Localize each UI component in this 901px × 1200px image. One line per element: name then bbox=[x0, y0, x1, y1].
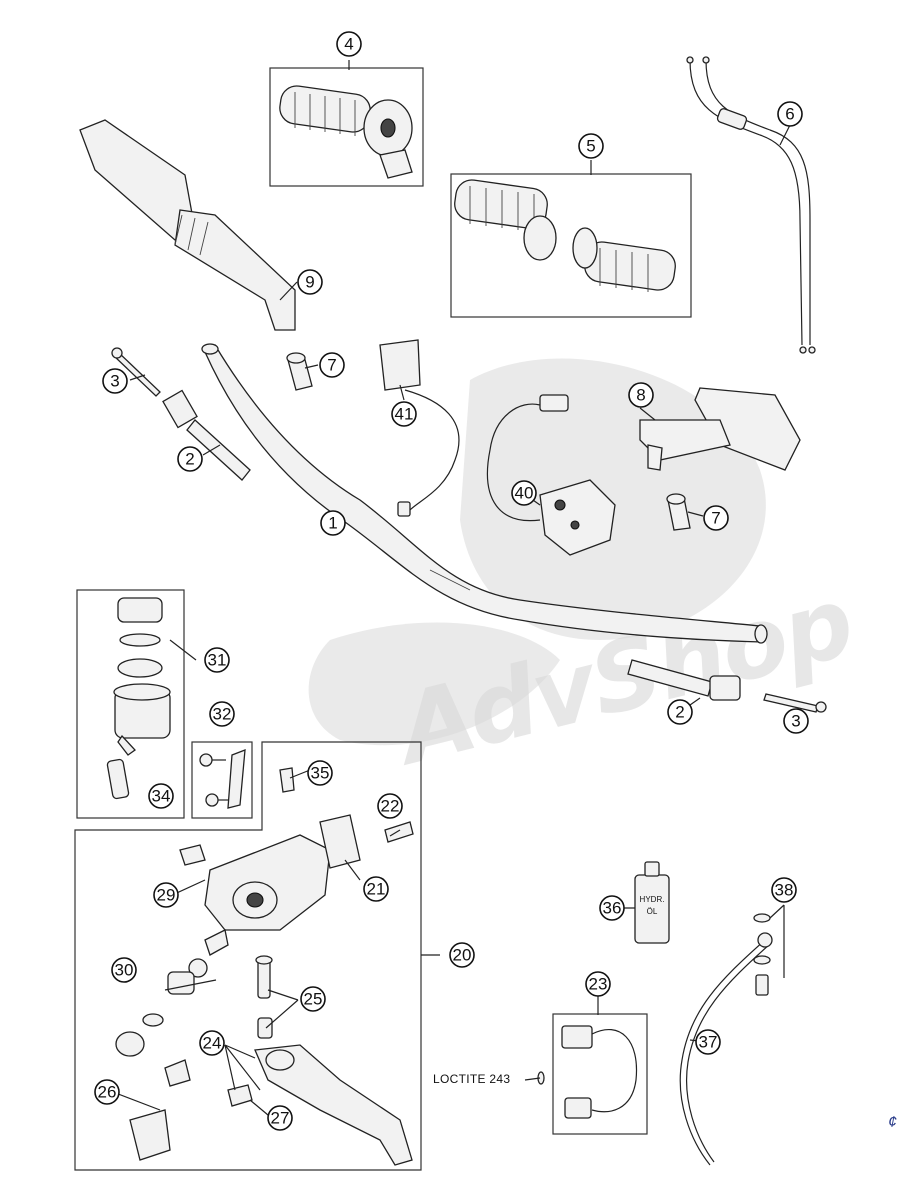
callout-32: 32 bbox=[209, 701, 235, 727]
svg-text:40: 40 bbox=[515, 484, 534, 503]
callout-36: 36 bbox=[599, 895, 625, 921]
callout-21: 21 bbox=[363, 876, 389, 902]
svg-text:36: 36 bbox=[603, 899, 622, 918]
mirror-left bbox=[79, 119, 296, 331]
svg-text:37: 37 bbox=[699, 1033, 718, 1052]
master-cylinder-box-20 bbox=[74, 741, 422, 1171]
callout-34: 34 bbox=[148, 783, 174, 809]
callout-41: 41 bbox=[391, 401, 417, 427]
callout-3-left: 3 bbox=[102, 368, 128, 394]
callout-35: 35 bbox=[307, 760, 333, 786]
svg-text:8: 8 bbox=[636, 386, 645, 405]
svg-text:21: 21 bbox=[367, 880, 386, 899]
loctite-note: LOCTITE 243 bbox=[433, 1072, 511, 1086]
bolt-box-32 bbox=[191, 741, 253, 819]
front-brake-switch bbox=[537, 1025, 638, 1119]
throttle-cable bbox=[686, 56, 816, 354]
svg-text:1: 1 bbox=[328, 514, 337, 533]
svg-text:6: 6 bbox=[785, 105, 794, 124]
svg-text:2: 2 bbox=[185, 450, 194, 469]
callout-2-right: 2 bbox=[667, 699, 693, 725]
callout-7-left: 7 bbox=[319, 352, 345, 378]
svg-text:34: 34 bbox=[152, 787, 171, 806]
grip-pair bbox=[454, 179, 676, 292]
svg-text:38: 38 bbox=[775, 881, 794, 900]
reservoir-box-31 bbox=[76, 589, 185, 819]
svg-text:35: 35 bbox=[311, 764, 330, 783]
callout-1: 1 bbox=[320, 510, 346, 536]
callout-20: 20 bbox=[449, 942, 475, 968]
edge-mark: ¢ bbox=[888, 1114, 897, 1131]
cable-clip bbox=[379, 339, 460, 517]
svg-text:29: 29 bbox=[157, 886, 176, 905]
svg-text:3: 3 bbox=[110, 372, 119, 391]
callout-8: 8 bbox=[628, 382, 654, 408]
svg-text:32: 32 bbox=[213, 705, 232, 724]
svg-text:7: 7 bbox=[327, 356, 336, 375]
svg-text:30: 30 bbox=[115, 961, 134, 980]
brake-hose bbox=[679, 932, 773, 1166]
svg-text:25: 25 bbox=[304, 990, 323, 1009]
svg-text:26: 26 bbox=[98, 1083, 117, 1102]
svg-text:27: 27 bbox=[271, 1109, 290, 1128]
svg-text:2: 2 bbox=[675, 703, 684, 722]
svg-text:3: 3 bbox=[791, 712, 800, 731]
switch-box-23 bbox=[552, 1013, 648, 1135]
bar-end-screw-right bbox=[763, 693, 827, 713]
svg-text:22: 22 bbox=[381, 797, 400, 816]
grip-box-5 bbox=[450, 173, 692, 318]
callout-9: 9 bbox=[297, 269, 323, 295]
svg-text:5: 5 bbox=[586, 137, 595, 156]
callout-40: 40 bbox=[511, 480, 537, 506]
callout-22: 22 bbox=[377, 793, 403, 819]
brake-reservoir bbox=[106, 597, 171, 800]
mirror-nut-left bbox=[286, 352, 313, 391]
callout-29: 29 bbox=[153, 882, 179, 908]
svg-text:7: 7 bbox=[711, 509, 720, 528]
callout-6: 6 bbox=[777, 101, 803, 127]
svg-text:4: 4 bbox=[344, 35, 353, 54]
callout-2-left: 2 bbox=[177, 446, 203, 472]
callout-7-right: 7 bbox=[703, 505, 729, 531]
svg-text:41: 41 bbox=[395, 405, 414, 424]
callout-4: 4 bbox=[336, 31, 362, 57]
handlebar-switch bbox=[486, 394, 616, 556]
callout-3-right: 3 bbox=[783, 708, 809, 734]
callout-38: 38 bbox=[771, 877, 797, 903]
svg-text:24: 24 bbox=[203, 1034, 222, 1053]
oil-bottle-label-2: ÖL bbox=[647, 907, 658, 916]
throttle-grip bbox=[279, 85, 413, 179]
lever-pivot-pin bbox=[255, 955, 273, 1039]
callout-30: 30 bbox=[111, 957, 137, 983]
callout-23: 23 bbox=[585, 971, 611, 997]
reservoir-bracket-bolts bbox=[199, 749, 246, 809]
mirror-right bbox=[639, 387, 801, 471]
svg-text:20: 20 bbox=[453, 946, 472, 965]
mirror-nut-right bbox=[666, 493, 691, 531]
callout-31: 31 bbox=[204, 647, 230, 673]
brake-master-cylinder bbox=[179, 767, 414, 931]
callout-37: 37 bbox=[695, 1029, 721, 1055]
brake-light-switch bbox=[129, 1059, 191, 1161]
callout-24: 24 bbox=[199, 1030, 225, 1056]
callout-5: 5 bbox=[578, 133, 604, 159]
bar-end-left bbox=[162, 389, 251, 481]
oil-bottle-label-1: HYDR. bbox=[640, 895, 665, 904]
lever-adjuster bbox=[227, 1084, 253, 1107]
svg-text:23: 23 bbox=[589, 975, 608, 994]
brake-lever bbox=[254, 1044, 413, 1166]
hydraulic-oil-bottle: HYDR. ÖL bbox=[634, 861, 670, 944]
bar-end-right bbox=[627, 659, 741, 701]
callout-26: 26 bbox=[94, 1079, 120, 1105]
svg-text:9: 9 bbox=[305, 273, 314, 292]
callout-25: 25 bbox=[300, 986, 326, 1012]
grip-box-4 bbox=[269, 67, 424, 187]
svg-text:31: 31 bbox=[208, 651, 227, 670]
bar-end-screw-left bbox=[111, 347, 161, 397]
callout-27: 27 bbox=[267, 1105, 293, 1131]
banjo-bolt-set bbox=[753, 913, 771, 996]
